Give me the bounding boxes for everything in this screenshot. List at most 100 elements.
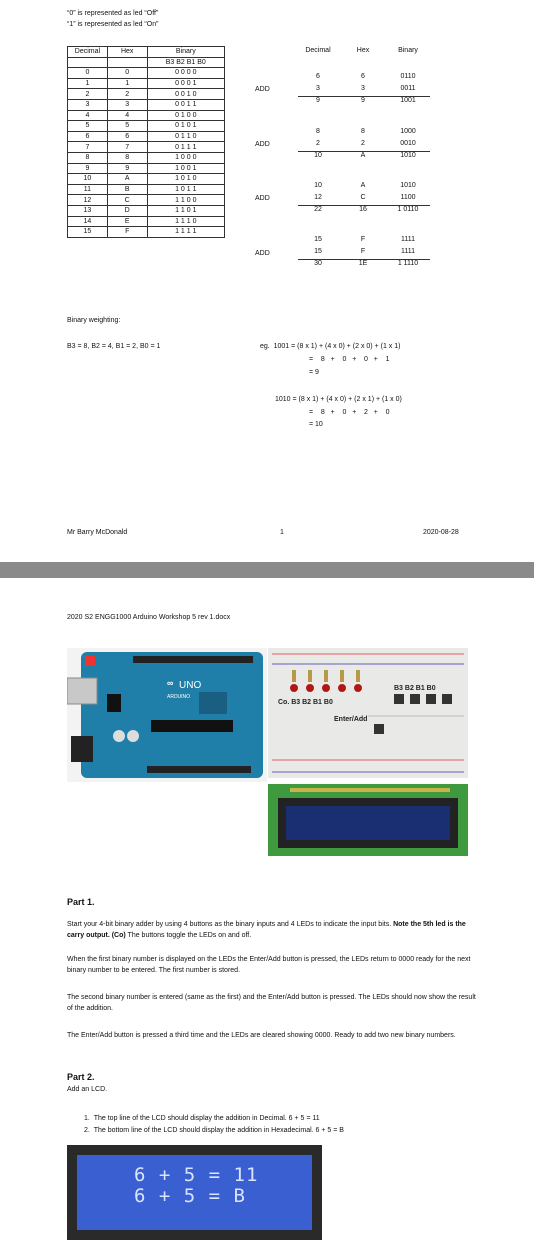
part-1-title: Part 1. — [67, 897, 95, 907]
cell-binary: 0 0 1 0 — [146, 88, 226, 100]
list-item-1: 1. The top line of the LCD should displa… — [84, 1115, 320, 1122]
example-hex: 2 — [361, 140, 365, 147]
cell-hex: F — [106, 226, 148, 238]
example-binary: 1 1110 — [397, 260, 419, 267]
example-hex: F — [360, 248, 366, 255]
col-header-binary: Binary — [146, 46, 226, 58]
add-label: ADD — [255, 86, 270, 93]
cell-hex: 2 — [106, 88, 148, 100]
arduino-uno-text: UNO — [179, 680, 201, 691]
cell-binary: 1 1 1 0 — [146, 215, 226, 228]
part-2-subtitle: Add an LCD. — [67, 1086, 108, 1093]
lcd-module-image — [268, 784, 468, 856]
cell-hex: B — [106, 183, 148, 196]
part-1-paragraph-3: The second binary number is entered (sam… — [67, 994, 476, 1012]
cell-hex: 0 — [106, 67, 148, 79]
cell-decimal: 0 — [67, 67, 108, 79]
cell-binary: 1 0 0 1 — [146, 162, 226, 175]
cell-hex: 3 — [106, 98, 148, 111]
example-binary: 0010 — [400, 140, 416, 147]
example-binary: 1000 — [400, 128, 416, 135]
cell-hex: E — [106, 215, 148, 228]
example-hex: 3 — [361, 85, 365, 92]
cell-binary: 1 1 1 1 — [146, 226, 226, 238]
svg-text:∞: ∞ — [167, 678, 174, 688]
cell-hex: 5 — [106, 120, 148, 132]
cell-binary: 0 1 1 1 — [146, 141, 226, 153]
part-1-paragraph-2: When the first binary number is displaye… — [67, 956, 471, 974]
weighting-title: Binary weighting: — [67, 317, 121, 324]
cell-binary: 0 0 0 1 — [146, 77, 226, 90]
footer-page-number: 1 — [280, 529, 284, 536]
example-binary: 1010 — [400, 182, 416, 189]
example-decimal: 22 — [314, 206, 322, 213]
sum-divider — [298, 96, 430, 97]
example-hex: 1E — [358, 260, 368, 267]
page-2: 2020 S2 ENGG1000 Arduino Workshop 5 rev … — [0, 578, 534, 1242]
example-hex: F — [360, 236, 366, 243]
cell-binary: 0 1 1 0 — [146, 130, 226, 143]
example-binary: 1111 — [400, 248, 415, 255]
part-1-paragraph-4: The Enter/Add button is pressed a third … — [67, 1032, 456, 1039]
example-2-line-2: = 8 + 0 + 2 + 0 — [309, 409, 390, 416]
add-label: ADD — [255, 141, 270, 148]
right-header-hex: Hex — [356, 47, 370, 54]
col-header-hex: Hex — [106, 46, 148, 58]
page-1: “0” is represented as led “Off” “1” is r… — [0, 0, 534, 562]
part-1-paragraph-1: Start your 4-bit binary adder by using 4… — [67, 921, 466, 939]
sum-divider — [298, 205, 430, 206]
cell-decimal: 9 — [67, 162, 108, 175]
cell-decimal: 3 — [67, 98, 108, 111]
table-subheader-row: B3 B2 B1 B0 — [67, 56, 226, 69]
part-2-title: Part 2. — [67, 1072, 95, 1082]
cell-hex: 4 — [106, 109, 148, 122]
cell-binary: 0 0 0 0 — [146, 67, 226, 79]
cell-binary: 1 0 0 0 — [146, 151, 226, 164]
cell-decimal: 15 — [67, 226, 108, 238]
arduino-board-image: ∞ UNO ARDUINO — [66, 648, 267, 782]
cell-hex: D — [106, 204, 148, 217]
cell-hex: 1 — [106, 77, 148, 90]
cell-binary: 0 0 1 1 — [146, 98, 226, 111]
breadboard-led-labels: Co. B3 B2 B1 B0 — [278, 699, 333, 706]
lcd-display: 6 + 5 = 11 6 + 5 = B — [67, 1145, 322, 1240]
lcd-line-1: 6 + 5 = 11 — [134, 1164, 259, 1186]
cell-decimal: 13 — [67, 204, 108, 217]
example-decimal: 2 — [316, 140, 320, 147]
arduino-brand-text: ARDUINO — [167, 694, 190, 700]
cell-decimal: 12 — [67, 194, 108, 206]
example-2-line-3: = 10 — [309, 421, 323, 428]
add-label: ADD — [255, 195, 270, 202]
cell-hex: 7 — [106, 141, 148, 153]
example-hex: C — [360, 194, 366, 201]
example-decimal: 10 — [314, 152, 322, 159]
lcd-line-2: 6 + 5 = B — [134, 1185, 246, 1207]
example-hex: A — [360, 152, 366, 159]
example-hex: 9 — [361, 97, 365, 104]
breadboard-button-labels: B3 B2 B1 B0 — [394, 685, 436, 692]
example-decimal: 12 — [314, 194, 322, 201]
breadboard-image: Co. B3 B2 B1 B0 B3 B2 B1 B0 Enter/Add — [268, 648, 468, 778]
intro-line-1: “0” is represented as led “Off” — [67, 10, 159, 17]
cell-binary: 1 1 0 0 — [146, 194, 226, 206]
example-binary: 1 0110 — [397, 206, 419, 213]
example-binary: 1001 — [400, 97, 416, 104]
cell-decimal: 10 — [67, 173, 108, 185]
example-decimal: 15 — [314, 248, 322, 255]
footer-date: 2020-08-28 — [423, 529, 459, 536]
example-decimal: 10 — [314, 182, 322, 189]
example-decimal: 6 — [316, 73, 320, 80]
sum-divider — [298, 151, 430, 152]
example-1-line-2: = 8 + 0 + 0 + 1 — [309, 356, 390, 363]
